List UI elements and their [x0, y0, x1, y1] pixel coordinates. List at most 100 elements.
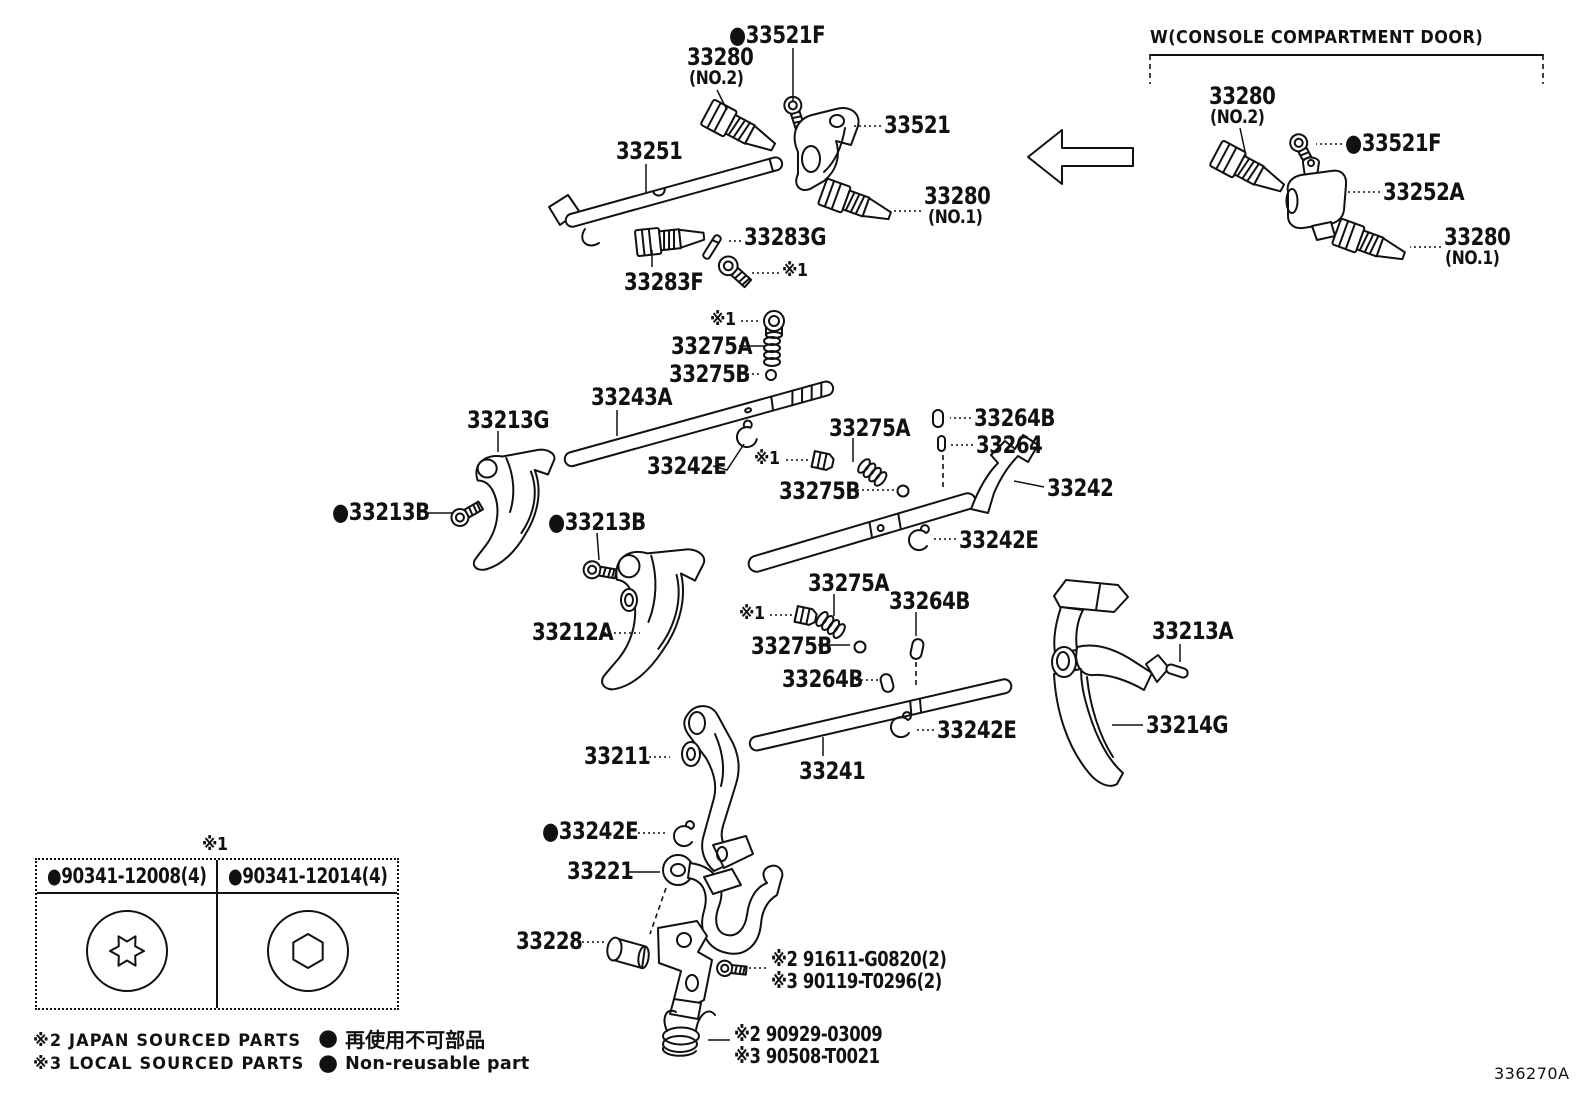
shaft-33243a-drawing — [563, 380, 835, 468]
part-sublabel-no1-right: (NO.1) — [1445, 247, 1500, 269]
valve-33252a-drawing — [1287, 157, 1347, 240]
part-label-33242e-1: 33242E — [647, 452, 727, 480]
legend-local-sourced: ※3 LOCAL SOURCED PARTS — [33, 1054, 305, 1074]
spring-33275a-1-drawing — [763, 336, 781, 367]
part-label-33280-no2-right: 33280 — [1209, 82, 1276, 110]
part-label-33275a-2: 33275A — [829, 414, 911, 442]
ref-table-column-2: ●90341-12014(4) — [216, 860, 397, 1008]
pin-33213a-drawing — [1165, 663, 1189, 678]
part-label-33521f-right: ●33521F — [1345, 129, 1442, 157]
pin-33283g-drawing — [702, 234, 722, 260]
bolt-ref1-mid-b-drawing — [810, 450, 836, 472]
ref-label-1-topleft: ※1 — [782, 260, 808, 281]
part-label-33521: 33521 — [884, 111, 951, 139]
part-label-33242: 33242 — [1047, 474, 1114, 502]
spring-33275a-2-drawing — [854, 456, 890, 489]
sensor-33283f-drawing — [633, 222, 707, 258]
ref-label-1-mid-c: ※1 — [739, 603, 765, 624]
part-label-33241: 33241 — [799, 757, 866, 785]
ref-table-part-2-label: ●90341-12014(4) — [227, 864, 388, 888]
bolt-ref1-topleft-drawing — [713, 251, 756, 292]
part-label-33214g: 33214G — [1146, 711, 1229, 739]
console-compartment-header: W(CONSOLE COMPARTMENT DOOR) — [1150, 28, 1484, 48]
part-label-33275a-1: 33275A — [671, 332, 753, 360]
sensor-33280-no1-left-drawing — [816, 177, 896, 230]
part-label-33275b-1: 33275B — [669, 360, 751, 388]
fork-33213g-drawing — [472, 448, 556, 571]
shaft-33251-drawing — [549, 156, 784, 246]
leader-lines — [428, 48, 1441, 1041]
torx-socket-icon — [37, 894, 216, 1008]
part-label-33264b-2: 33264B — [889, 587, 971, 615]
clip-33242e-1-drawing — [730, 418, 762, 452]
part-label-33212a: 33212A — [532, 618, 614, 646]
hex-socket-icon — [218, 894, 397, 1008]
part-sublabel-no2-right: (NO.2) — [1210, 106, 1265, 128]
bolt-33213b-2-drawing — [581, 558, 619, 584]
non-reusable-marker-icon: ● — [318, 1050, 339, 1076]
figure-code: 336270A — [1494, 1064, 1570, 1083]
ref-table-header-1: ●90341-12008(4) — [37, 860, 216, 894]
part-label-33228: 33228 — [516, 927, 583, 955]
part-label-33280-no1-left: 33280 — [924, 182, 991, 210]
part-label-33264b-1: 33264B — [974, 404, 1056, 432]
part-label-33242e-4: ●33242E — [542, 817, 639, 845]
part-label-33264: 33264 — [976, 431, 1043, 459]
sensor-33280-no2-right-drawing — [1208, 139, 1291, 202]
pin-33264b-2-drawing — [910, 638, 925, 660]
ref-label-1-mid-b: ※1 — [754, 448, 780, 469]
part-label-33213a: 33213A — [1152, 617, 1234, 645]
ref-label-90929: ※2 90929-03009 — [734, 1022, 883, 1046]
ref-table: ●90341-12008(4) ●90341-12014(4) — [35, 858, 399, 1010]
part-label-33211: 33211 — [584, 742, 651, 770]
part-label-33283f: 33283F — [624, 268, 704, 296]
legend-note-en: ● Non-reusable part — [318, 1052, 530, 1075]
bracket-33521-drawing — [795, 108, 859, 190]
pin-33264-drawing — [938, 436, 945, 451]
part-label-33213g: 33213G — [467, 406, 550, 434]
legend-note-jp: ● 再使用不可部品 — [318, 1024, 485, 1053]
part-label-33283g: 33283G — [744, 223, 827, 251]
part-label-33213b-1: ●33213B — [332, 498, 430, 526]
lever-33211-drawing — [682, 706, 753, 871]
legend-note-jp-text: 再使用不可部品 — [345, 1028, 486, 1052]
ref-label-90119: ※3 90119-T0296(2) — [771, 969, 942, 993]
ball-33275b-2-drawing — [898, 486, 909, 497]
part-sublabel-no2-left: (NO.2) — [689, 67, 744, 89]
part-label-33521f-left: ●33521F — [729, 21, 826, 49]
ref-table-title: ※1 — [202, 834, 228, 855]
part-label-33242e-2: 33242E — [959, 526, 1039, 554]
legend-note-en-text: Non-reusable part — [345, 1053, 530, 1074]
ref-label-1-mid-a: ※1 — [710, 309, 736, 330]
ref-table-part-1-label: ●90341-12008(4) — [46, 864, 207, 888]
ball-33275b-3-drawing — [855, 642, 866, 653]
bolt-33213b-1-drawing — [447, 497, 486, 531]
lever-33221-drawing — [663, 855, 782, 954]
shaft-33242-drawing — [747, 435, 1038, 574]
ref-table-header-2: ●90341-12014(4) — [218, 860, 397, 894]
part-label-33264b-3: 33264B — [782, 665, 864, 693]
ball-33275b-1-drawing — [766, 370, 776, 380]
shaft-33241-drawing — [748, 678, 1012, 752]
part-label-33275b-3: 33275B — [751, 632, 833, 660]
part-label-33242e-3: 33242E — [937, 716, 1017, 744]
ref-table-column-1: ●90341-12008(4) — [37, 860, 216, 1008]
part-label-33280-no1-right: 33280 — [1444, 223, 1511, 251]
ref-label-91611: ※2 91611-G0820(2) — [771, 947, 947, 971]
ref-label-90508: ※3 90508-T0021 — [734, 1044, 880, 1068]
left-direction-arrow-icon — [1028, 130, 1133, 184]
part-label-33280-no2-left: 33280 — [687, 43, 754, 71]
pin-33264b-1-drawing — [933, 410, 943, 427]
spring-90929-drawing — [663, 1011, 715, 1056]
legend-japan-sourced: ※2 JAPAN SOURCED PARTS — [33, 1031, 302, 1051]
part-label-33252a: 33252A — [1383, 178, 1465, 206]
non-reusable-marker-icon: ● — [318, 1025, 339, 1051]
bolt-91611-drawing — [715, 959, 748, 980]
part-label-33221: 33221 — [567, 857, 634, 885]
fork-33212a-lower-eye — [621, 589, 637, 611]
part-label-33251: 33251 — [616, 137, 683, 165]
clip-33242e-4-drawing — [672, 820, 695, 848]
sensor-33280-no1-right-drawing — [1330, 217, 1410, 270]
